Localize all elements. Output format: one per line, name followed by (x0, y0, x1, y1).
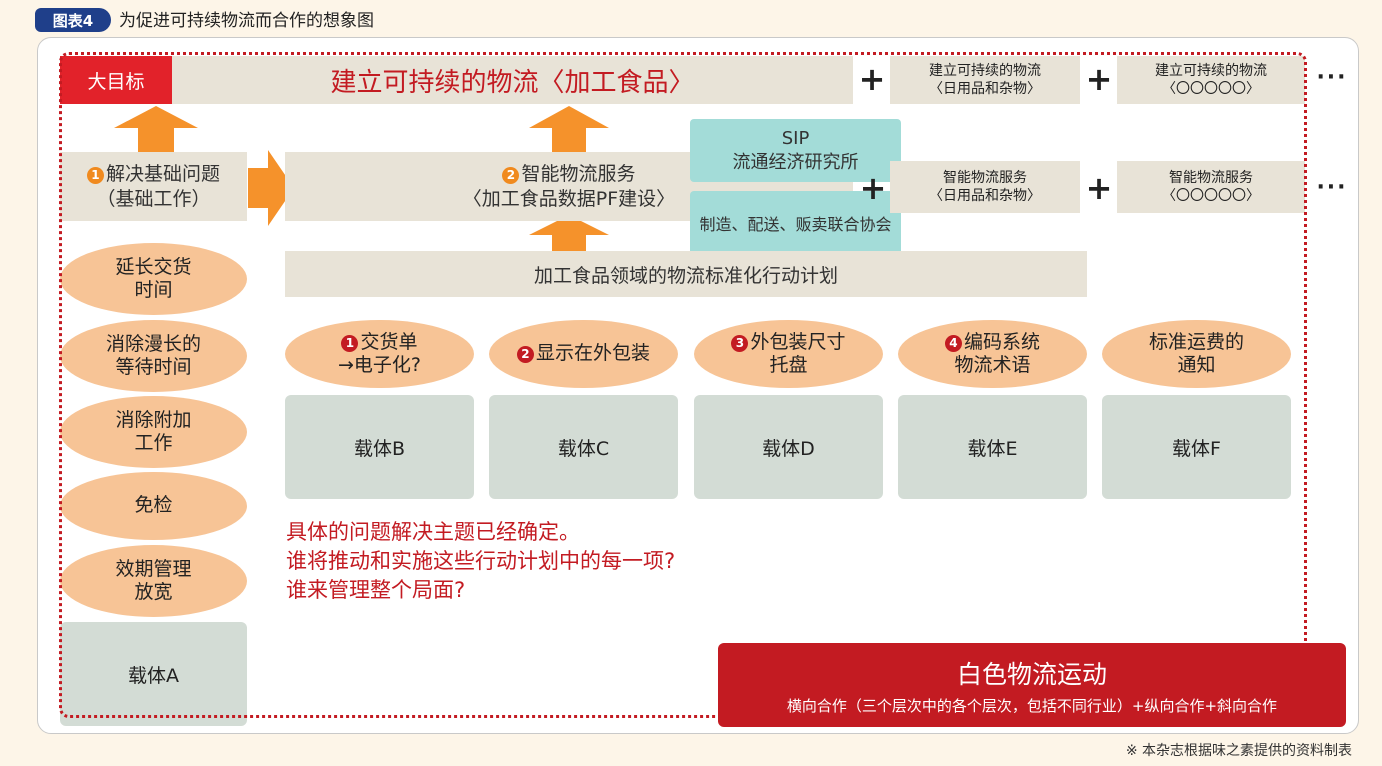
carrier-box: 载体F (1102, 395, 1291, 499)
plus-sign: + (1085, 169, 1113, 207)
carrier-box: 载体D (694, 395, 883, 499)
action-plan-bar: 加工食品领域的物流标准化行动计划 (285, 251, 1087, 297)
theme-text: 标准运费的 通知 (1148, 330, 1244, 376)
service-line-2: 〈加工食品数据PF建设〉 (462, 187, 676, 210)
number-badge: 1 (341, 334, 359, 352)
carrier-box: 载体E (898, 395, 1087, 499)
goal-main: 建立可持续的物流〈加工食品〉 (330, 67, 695, 98)
theme-oval: 标准运费的 通知 (1102, 320, 1291, 388)
council-box: 制造、配送、贩卖联合协会 (690, 191, 901, 255)
issue-oval: 效期管理 放宽 (60, 545, 247, 617)
sip-box: SIP 流通经济研究所 (690, 119, 901, 182)
number-badge: 4 (944, 334, 962, 352)
number-badge: 2 (502, 166, 520, 184)
figure-title: 为促进可持续物流而合作的想象图 (119, 11, 374, 31)
ellipsis: ··· (1316, 174, 1348, 200)
up-arrow-icon (529, 106, 609, 152)
plus-sign: + (1085, 60, 1113, 98)
white-logistics-title: 白色物流运动 (956, 659, 1107, 689)
number-badge: 2 (516, 346, 534, 364)
carrier-box: 载体C (489, 395, 678, 499)
right-arrow-icon (248, 150, 294, 226)
service-extra-1: 智能物流服务 〈日用品和杂物〉 (890, 161, 1080, 213)
up-arrow-icon (529, 215, 609, 251)
footnote: ※ 本杂志根据味之素提供的资料制表 (1125, 743, 1352, 759)
issue-oval: 延长交货 时间 (60, 243, 247, 315)
white-logistics-box: 白色物流运动 横向合作（三个层次中的各个层次，包括不同行业）+纵向合作+斜向合作 (718, 643, 1346, 727)
white-logistics-subtitle: 横向合作（三个层次中的各个层次，包括不同行业）+纵向合作+斜向合作 (786, 696, 1278, 715)
carrier-box: 载体B (285, 395, 474, 499)
service-line-1: 智能物流服务 (521, 162, 636, 185)
goal-extra-1: 建立可持续的物流 〈日用品和杂物〉 (890, 56, 1080, 104)
up-arrow-icon (114, 106, 198, 152)
goal-extra-2: 建立可持续的物流 〈〇〇〇〇〇〉 (1117, 56, 1305, 104)
issue-oval: 消除漫长的 等待时间 (60, 320, 247, 392)
goal-label: 大目标 (60, 56, 172, 104)
service-extra-2: 智能物流服务 〈〇〇〇〇〇〉 (1117, 161, 1305, 213)
issue-oval: 消除附加 工作 (60, 396, 247, 468)
carrier-a: 载体A (60, 622, 247, 726)
plus-sign: + (858, 60, 886, 98)
plus-sign: + (859, 169, 887, 207)
issue-oval: 免检 (60, 472, 247, 540)
number-badge: 3 (731, 334, 749, 352)
figure-badge: 图表4 (35, 8, 111, 32)
ellipsis: ··· (1316, 64, 1348, 90)
basic-issues-text: 解决基础问题 （基础工作） (96, 162, 220, 210)
theme-text: 外包装尺寸 托盘 (750, 330, 846, 376)
theme-text: 编码系统 物流术语 (954, 330, 1040, 376)
number-badge: 1 (86, 166, 104, 184)
dotted-border (59, 52, 1307, 718)
theme-text: 交货单 →电子化? (337, 330, 421, 376)
questions-text: 具体的问题解决主题已经确定。 谁将推动和实施这些行动计划中的每一项? 谁来管理整… (286, 520, 676, 602)
theme-text: 显示在外包装 (535, 342, 650, 365)
goal-bar (60, 56, 853, 104)
